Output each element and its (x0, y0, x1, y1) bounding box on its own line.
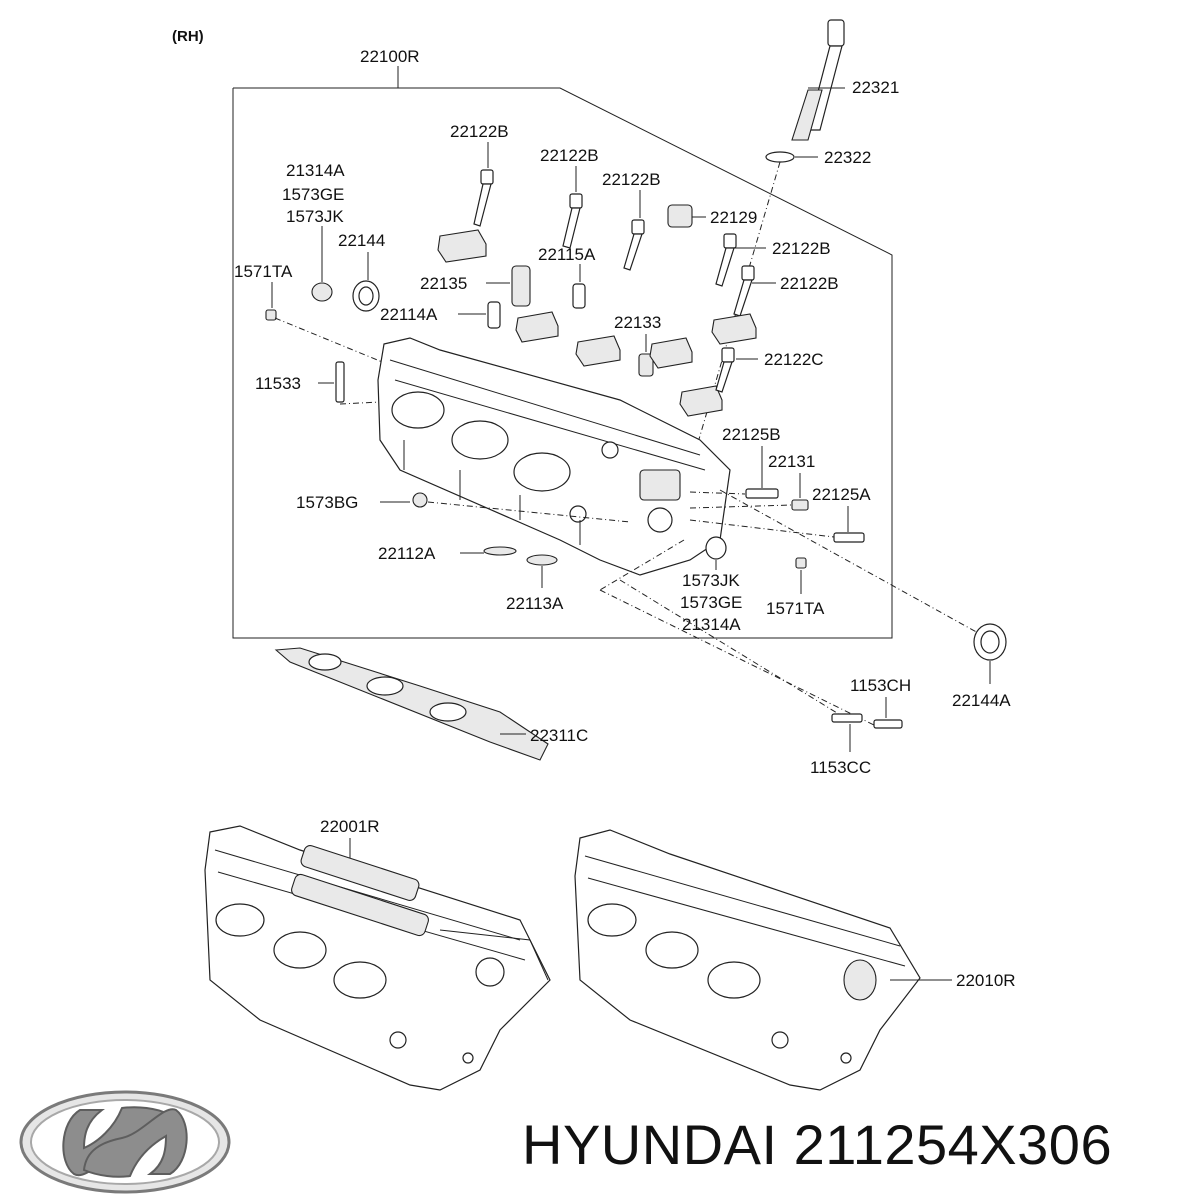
axis-line-lower-left (599, 539, 685, 591)
stud-22125A (833, 532, 865, 543)
label-22125B: 22125B (722, 425, 781, 444)
head-assembly-22010R (574, 829, 952, 1091)
insert-22133 (638, 353, 654, 377)
label-22122B-5: 22122B (780, 274, 839, 293)
label-22115A: 22115A (538, 245, 596, 264)
label-22122B-3: 22122B (602, 170, 661, 189)
bolt-1571TA-lower (795, 557, 807, 594)
label-22135: 22135 (420, 274, 467, 293)
hyundai-logo (19, 1090, 231, 1194)
label-1573JK-2: 1573JK (682, 571, 740, 590)
bolt-1571TA-left (265, 309, 277, 321)
axis-line-left (274, 317, 471, 399)
axis-line-22131 (689, 504, 793, 509)
cam-caps (437, 229, 757, 417)
axis-line-stud-2 (619, 579, 843, 717)
seal-1573JK-lower (705, 536, 727, 570)
plug-22131 (791, 499, 809, 511)
label-1153CH: 1153CH (850, 676, 911, 695)
oil-seal-22144A (973, 623, 1007, 684)
tappet-22135 (511, 265, 531, 307)
label-22114A: 22114A (380, 305, 438, 324)
label-22311C: 22311C (530, 726, 588, 745)
label-22122B-4: 22122B (772, 239, 831, 258)
head-bolt-22321 (791, 19, 845, 141)
seal-22113A (526, 554, 558, 588)
label-1573GE-1: 1573GE (282, 185, 344, 204)
stud-11533 (318, 361, 381, 405)
label-11533: 11533 (255, 374, 301, 393)
washer-22322 (765, 151, 818, 163)
stud-22125B (745, 488, 779, 499)
cam-cap-bolts (473, 142, 776, 317)
label-22129: 22129 (710, 208, 757, 227)
label-22122B-2: 22122B (540, 146, 599, 165)
plug-1573BG (380, 492, 631, 523)
label-22144A: 22144A (952, 691, 1011, 710)
label-1573GE-2: 1573GE (680, 593, 742, 612)
label-22144: 22144 (338, 231, 385, 250)
label-22112A: 22112A (378, 544, 436, 563)
head-gasket-22311C (274, 647, 549, 761)
bolt-22122C (715, 347, 758, 393)
label-22122C: 22122C (764, 350, 824, 369)
oil-seal-22144 (352, 280, 380, 312)
guide-22114A (487, 301, 501, 329)
part-caption: HYUNDAI 211254X306 (522, 1113, 1113, 1176)
label-22322: 22322 (824, 148, 871, 167)
label-1573BG: 1573BG (296, 493, 358, 512)
label-22125A: 22125A (812, 485, 871, 504)
valve-guide-22115A (572, 283, 586, 309)
label-21314A-1: 21314A (286, 161, 345, 180)
label-22100R: 22100R (360, 47, 420, 66)
label-1571TA-2: 1571TA (766, 599, 825, 618)
seal-22112A (460, 546, 517, 556)
label-22131: 22131 (768, 452, 815, 471)
axis-line-22144A (719, 489, 981, 635)
assembly-frame (232, 66, 893, 639)
label-1153CC: 1153CC (810, 758, 871, 777)
axis-line-stud (599, 589, 881, 729)
stud-1153CC (831, 713, 863, 752)
label-22133: 22133 (614, 313, 661, 332)
side-label: (RH) (172, 28, 204, 45)
stud-1153CH (873, 697, 903, 729)
cylinder-head-exploded (377, 337, 731, 576)
label-22122B-1: 22122B (450, 122, 509, 141)
label-21314A-2: 21314A (682, 615, 741, 634)
cap-plug-left (311, 282, 333, 302)
head-assembly-22001R (204, 825, 551, 1091)
label-1573JK-1: 1573JK (286, 207, 344, 226)
axis-line-22125A (689, 519, 835, 538)
label-22321: 22321 (852, 78, 899, 97)
plug-22129 (667, 204, 706, 228)
label-22113A: 22113A (506, 594, 564, 613)
label-22010R: 22010R (956, 971, 1016, 990)
axis-line-22125B (689, 491, 746, 495)
label-22001R: 22001R (320, 817, 380, 836)
label-1571TA-1: 1571TA (234, 262, 293, 281)
